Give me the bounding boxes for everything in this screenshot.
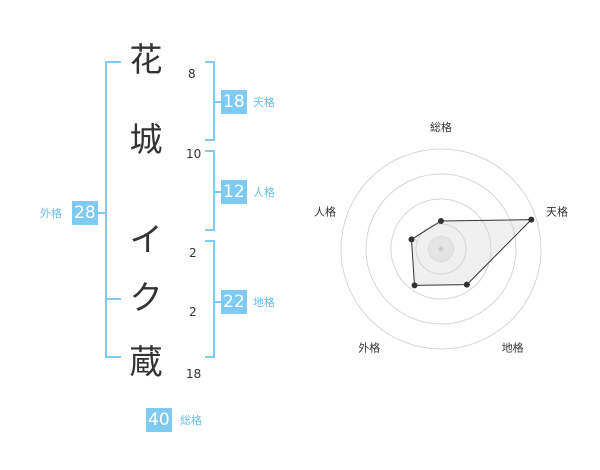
stroke-count-2: 10 — [186, 147, 202, 161]
gaikaku-bracket-vertical — [105, 61, 107, 358]
gaikaku-bracket-mid — [105, 298, 121, 300]
radar-axis-label-1: 総格 — [430, 120, 452, 134]
radar-point-5 — [408, 236, 415, 243]
tenkaku-bracket-bottom — [205, 139, 215, 141]
tenkaku-connector — [213, 101, 221, 103]
gaikaku-connector — [98, 212, 106, 214]
name-char-4: ク — [129, 278, 163, 317]
name-char-2: 城 — [129, 120, 163, 159]
gaikaku-value: 28 — [72, 201, 98, 225]
radar-axis-label-4: 外格 — [358, 341, 380, 355]
gaikaku-bracket-top — [105, 61, 121, 63]
chikaku-bracket-top — [205, 240, 215, 242]
radar-ring — [390, 198, 492, 300]
jinkaku-value: 12 — [221, 180, 247, 204]
gaikaku-label: 外格 — [40, 207, 62, 220]
soukaku-value: 40 — [146, 408, 172, 432]
radar-point-2 — [528, 216, 535, 223]
tenkaku-label: 天格 — [253, 96, 275, 109]
tenkaku-bracket-top — [205, 61, 215, 63]
chikaku-label: 地格 — [253, 296, 275, 309]
soukaku-label: 総格 — [180, 414, 202, 427]
stroke-count-3: 2 — [189, 246, 197, 260]
stroke-count-1: 8 — [188, 67, 196, 81]
chikaku-connector — [213, 301, 221, 303]
jinkaku-bracket-vertical — [213, 150, 215, 231]
tenkaku-value: 18 — [221, 90, 247, 114]
gaikaku-bracket-bottom — [105, 356, 121, 358]
radar-axis-label-5: 人格 — [314, 204, 336, 218]
jinkaku-bracket-top — [205, 150, 215, 152]
chikaku-bracket-vertical — [213, 240, 215, 358]
radar-point-4 — [411, 282, 418, 289]
radar-axis-label-2: 天格 — [546, 204, 568, 218]
chikaku-value: 22 — [221, 290, 247, 314]
radar-center-dot — [438, 246, 444, 252]
stroke-count-4: 2 — [189, 305, 197, 319]
radar-ring — [340, 148, 542, 350]
jinkaku-bracket-bottom — [205, 229, 215, 231]
jinkaku-label: 人格 — [253, 186, 275, 199]
jinkaku-connector — [213, 191, 221, 193]
name-char-5: 蔵 — [129, 342, 163, 381]
radar-point-1 — [438, 218, 444, 224]
stroke-count-5: 18 — [186, 367, 202, 381]
name-char-1: 花 — [129, 40, 163, 79]
radar-point-3 — [463, 281, 470, 288]
radar-polygon — [410, 219, 533, 286]
name-char-3: イ — [129, 220, 163, 259]
radar-axis-label-3: 地格 — [502, 341, 524, 355]
radar-ring — [365, 173, 517, 325]
chikaku-bracket-bottom — [205, 356, 215, 358]
